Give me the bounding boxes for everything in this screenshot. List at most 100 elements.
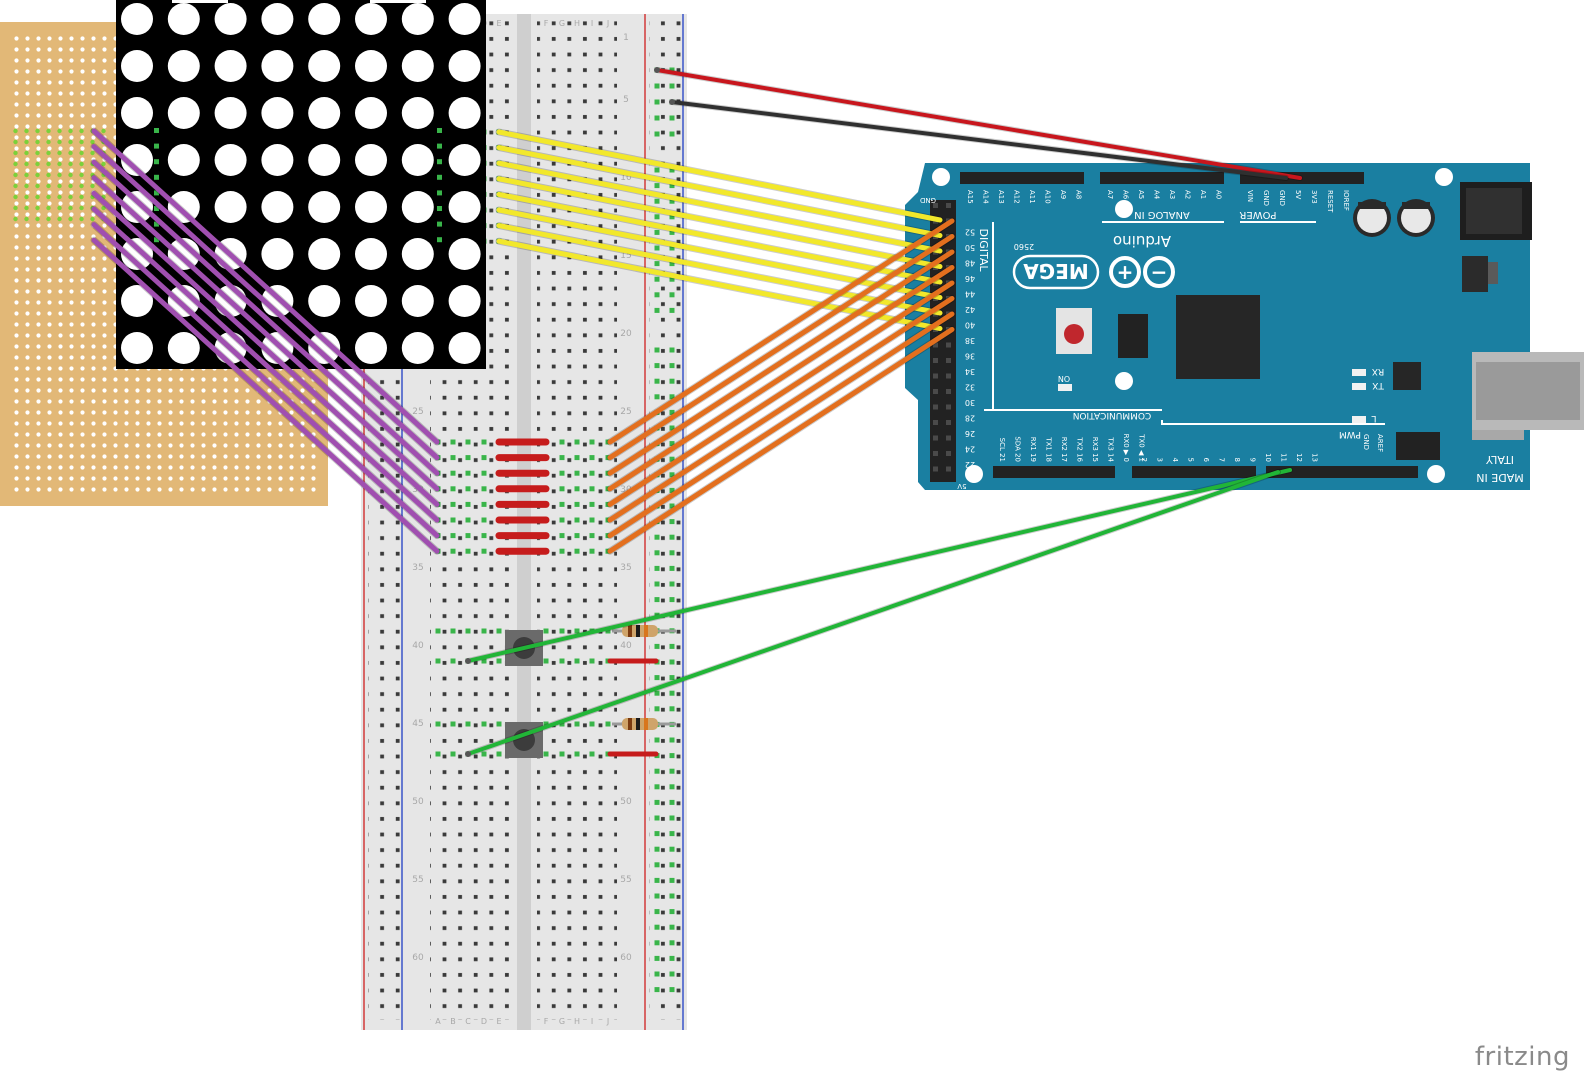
row-number-right: 50 xyxy=(620,797,632,807)
analog-pin-label: A9 xyxy=(1059,190,1067,199)
header-pin xyxy=(946,451,951,456)
connected-hole xyxy=(79,216,84,222)
infinity-logo-left xyxy=(1109,256,1141,288)
comm-pin-label: RX1 19 xyxy=(1029,437,1037,462)
connected-hole xyxy=(559,470,565,476)
column-letter-bottom: H xyxy=(574,1017,580,1026)
matrix-col-driver-wire xyxy=(607,234,955,461)
rx-led-label: RX xyxy=(1372,366,1384,376)
header-analog-label: ANALOG IN xyxy=(1134,209,1190,220)
header-pin xyxy=(933,404,938,410)
reset-button[interactable] xyxy=(1064,324,1084,344)
connected-hole xyxy=(46,172,51,178)
pwm-pin-label: 6 xyxy=(1202,458,1210,463)
connected-hole xyxy=(68,194,73,200)
connected-hole xyxy=(669,706,675,712)
connected-hole xyxy=(465,439,471,445)
row-number-right: 25 xyxy=(620,407,631,417)
led-dot xyxy=(214,97,247,129)
header-pin xyxy=(933,420,938,425)
led-dot xyxy=(167,285,200,317)
silk-digital-frame xyxy=(984,222,1385,425)
connected-hole xyxy=(605,721,611,727)
connected-hole xyxy=(654,815,660,821)
column-letter-bottom: A xyxy=(435,1017,441,1026)
connected-hole xyxy=(90,183,95,189)
connected-hole xyxy=(654,737,660,743)
analog-pin-label: A7 xyxy=(1106,190,1114,199)
connected-hole xyxy=(669,245,675,251)
connected-hole xyxy=(654,675,660,681)
matrix-row-wire xyxy=(496,223,943,316)
mcu-chip xyxy=(1176,295,1260,379)
connected-hole xyxy=(481,517,487,523)
analog-pin-label: A13 xyxy=(997,190,1005,204)
connected-hole xyxy=(79,128,84,134)
led-dot xyxy=(355,3,387,35)
l-led xyxy=(1352,416,1366,423)
row-number-right: 15 xyxy=(620,251,631,261)
pwm-pin-label: 10 xyxy=(1264,453,1272,462)
digital-pin-label: 52 xyxy=(965,228,975,237)
connected-hole xyxy=(669,924,675,930)
connected-hole xyxy=(559,751,565,757)
connected-hole xyxy=(669,815,675,821)
comm-pin-label: RX0 ▶ 0 xyxy=(1122,434,1130,462)
connected-hole xyxy=(481,658,487,664)
connected-hole xyxy=(669,67,675,73)
matrix-column-wire xyxy=(91,206,440,523)
led-dot xyxy=(308,191,341,223)
row-number-left: 45 xyxy=(412,719,423,729)
led-dot xyxy=(308,144,341,176)
connected-hole xyxy=(574,455,580,461)
connected-hole xyxy=(559,455,565,461)
connected-hole xyxy=(589,439,595,445)
connected-hole xyxy=(669,292,675,298)
connected-hole xyxy=(46,216,51,222)
connected-hole xyxy=(450,721,456,727)
header-power-label: POWER xyxy=(1239,209,1276,220)
matrix-pin xyxy=(437,206,442,211)
connected-hole xyxy=(654,768,660,774)
connected-hole xyxy=(654,597,660,603)
connected-hole xyxy=(574,501,580,507)
row-number-left: 55 xyxy=(412,875,423,885)
tx-led xyxy=(1352,383,1366,390)
led-dot xyxy=(261,50,294,82)
connected-hole xyxy=(68,216,73,222)
digital-pin-label: 50 xyxy=(965,243,975,252)
digital-pin-label: 38 xyxy=(965,336,975,345)
connected-hole xyxy=(57,205,62,211)
analog-pin-label: A1 xyxy=(1199,190,1207,199)
analog-pin-label: A15 xyxy=(966,190,974,204)
analog-pin-label: A2 xyxy=(1184,190,1192,199)
power-pin-label: GND xyxy=(1278,190,1286,206)
resistor-2-band-3 xyxy=(644,718,648,730)
led-dot xyxy=(121,285,153,317)
header-pwm-low xyxy=(1132,466,1256,478)
connected-hole xyxy=(450,628,456,634)
led-dot xyxy=(308,50,341,82)
connected-hole xyxy=(24,161,29,167)
connected-hole xyxy=(574,517,580,523)
header-pwm-high xyxy=(1266,466,1418,478)
column-letter-top: I xyxy=(591,19,593,28)
connected-hole xyxy=(465,470,471,476)
resistor-1-band-1 xyxy=(628,625,632,637)
mount-hole-5 xyxy=(965,465,983,483)
connected-hole xyxy=(79,172,84,178)
connected-hole xyxy=(35,183,40,189)
connected-hole xyxy=(654,909,660,915)
power-pin-label: 5V xyxy=(1294,190,1302,199)
column-letter-top: F xyxy=(544,19,549,28)
connected-hole xyxy=(543,751,549,757)
led-dot xyxy=(261,97,294,129)
connected-hole xyxy=(669,261,675,267)
pwm-pin-label: 11 xyxy=(1280,453,1288,462)
wire-endpoint xyxy=(465,658,471,664)
led-dot xyxy=(121,50,153,82)
digital-pin-label: 30 xyxy=(965,398,975,407)
mount-hole-3 xyxy=(1115,200,1133,218)
digital-pin-label: 22 xyxy=(965,460,975,469)
